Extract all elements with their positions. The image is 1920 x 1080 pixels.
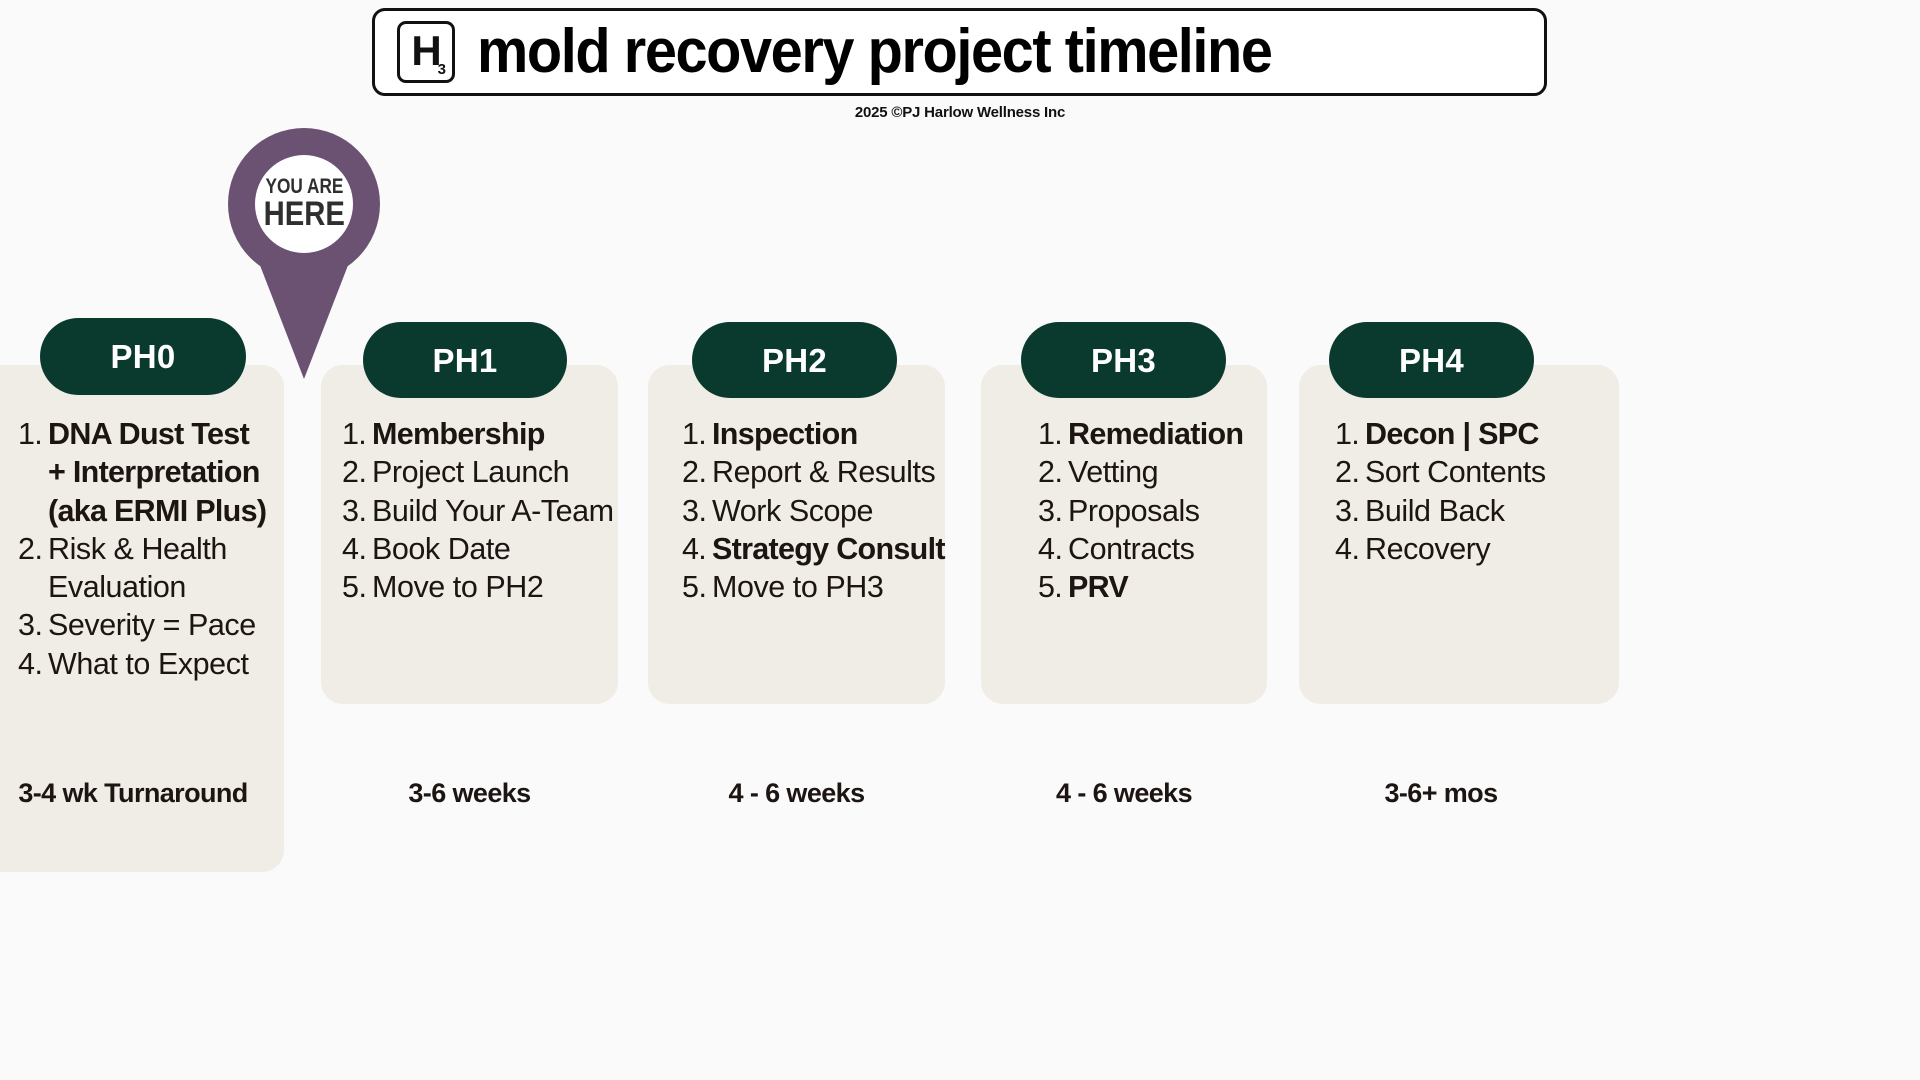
phase-badge-label: PH4: [1398, 341, 1465, 379]
logo-letter: H: [411, 27, 441, 75]
list-item: Book Date: [342, 530, 511, 569]
list-item: Build Your A-Team: [342, 492, 614, 531]
phase-items-ph2: Inspection Report & Results Work Scope S…: [682, 415, 952, 607]
list-item: Inspection: [682, 415, 858, 454]
list-item: Move to PH3: [682, 568, 884, 607]
list-item: Recovery: [1335, 530, 1491, 569]
list-item: Membership: [342, 415, 545, 454]
pin-label-line1: YOU ARE: [265, 174, 343, 198]
pin-label-line2: HERE: [263, 194, 345, 233]
list-item: Proposals: [1038, 492, 1200, 531]
you-are-here-pin-icon: YOU ARE HERE: [228, 128, 380, 379]
phase-badge-label: PH2: [761, 341, 828, 379]
list-item: Risk & Health Evaluation: [18, 530, 227, 605]
phase-duration-ph1: 3-6 weeks: [408, 778, 531, 808]
list-item: Build Back: [1335, 492, 1505, 531]
phase-badge-label: PH0: [110, 338, 176, 375]
phase-badge-ph0[interactable]: PH0: [40, 318, 246, 395]
list-item: Project Launch: [342, 453, 570, 492]
list-item: Decon | SPC: [1335, 415, 1539, 454]
list-item: Vetting: [1038, 453, 1159, 492]
list-item: Remediation: [1038, 415, 1244, 454]
phase-duration-ph0: 3-4 wk Turnaround: [18, 778, 248, 808]
copyright-notice: 2025 ©PJ Harlow Wellness Inc: [854, 104, 1066, 121]
phase-badge-label: PH3: [1090, 341, 1157, 379]
list-item: Move to PH2: [342, 568, 544, 607]
list-item: Strategy Consult: [682, 530, 946, 569]
header-bar: H 3 mold recovery project timeline: [372, 8, 1547, 96]
pin-label: YOU ARE HERE: [255, 155, 353, 253]
phase-duration-ph4: 3-6+ mos: [1384, 778, 1498, 808]
phase-duration-ph2: 4 - 6 weeks: [728, 778, 866, 808]
h3-logo-icon: H 3: [397, 21, 455, 83]
phase-duration-ph3: 4 - 6 weeks: [1056, 778, 1193, 808]
list-item: Severity = Pace: [18, 606, 256, 645]
logo-subscript: 3: [437, 61, 446, 78]
list-item: PRV: [1038, 568, 1129, 607]
list-item: Work Scope: [682, 492, 874, 531]
phase-badge-ph1[interactable]: PH1: [363, 322, 567, 398]
phase-badge-label: PH1: [432, 341, 498, 379]
phase-items-ph0: DNA Dust Test + Interpretation (aka ERMI…: [18, 415, 270, 683]
list-item: Sort Contents: [1335, 453, 1546, 492]
phase-items-ph4: Decon | SPC Sort Contents Build Back Rec…: [1335, 415, 1625, 568]
phase-badge-ph3[interactable]: PH3: [1021, 322, 1226, 398]
page-title: mold recovery project timeline: [477, 17, 1273, 86]
phase-badge-ph2[interactable]: PH2: [692, 322, 897, 398]
list-item: Report & Results: [682, 453, 936, 492]
list-item: What to Expect: [18, 645, 249, 684]
phase-badge-ph4[interactable]: PH4: [1329, 322, 1534, 398]
phase-items-ph3: Remediation Vetting Proposals Contracts …: [1038, 415, 1288, 607]
list-item: Contracts: [1038, 530, 1195, 569]
phase-items-ph1: Membership Project Launch Build Your A-T…: [342, 415, 618, 607]
list-item: DNA Dust Test + Interpretation (aka ERMI…: [18, 415, 267, 528]
